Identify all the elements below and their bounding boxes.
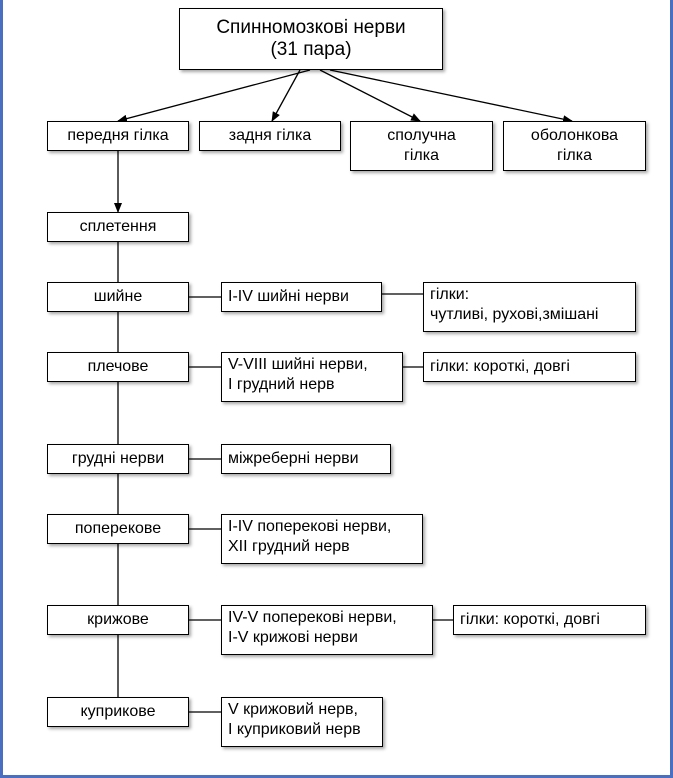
nerves-coccygeal: V крижовий нерв, I куприковий нерв — [221, 697, 383, 747]
nerves-brachial: V-VIII шийні нерви, I грудний нерв — [221, 352, 403, 402]
plexus-box: сплетення — [47, 212, 189, 242]
arrow-to-back-branch — [271, 69, 301, 122]
root-title-line1: Спинномозкові нерви — [216, 17, 406, 38]
branch-back: задня гілка — [199, 121, 341, 151]
extra-cervical: гілки: чутливі, рухові,змішані — [423, 282, 636, 332]
extra-brachial: гілки: короткі, довгі — [423, 352, 636, 382]
nerves-cervical: I-IV шийні нерви — [221, 282, 382, 312]
plexus-coccygeal: куприкове — [47, 697, 189, 727]
root-spinal-nerves: Спинномозкові нерви (31 пара) — [179, 8, 443, 70]
root-title-line2: (31 пара) — [270, 39, 352, 60]
arrow-to-front-branch — [117, 69, 311, 123]
arrow-to-communicating-branch — [319, 69, 421, 122]
plexus-lumbar: поперекове — [47, 514, 189, 544]
plexus-sacral: крижове — [47, 605, 189, 635]
nerves-thoracic: міжреберні нерви — [221, 444, 391, 474]
plexus-cervical: шийне — [47, 282, 189, 312]
extra-sacral: гілки: короткі, довгі — [453, 605, 646, 635]
nerves-lumbar: I-IV поперекові нерви, XII грудний нерв — [221, 514, 423, 564]
nerves-sacral: IV-V поперекові нерви, I-V крижові нерви — [221, 605, 433, 655]
plexus-brachial: плечове — [47, 352, 189, 382]
branch-meningeal: оболонкова гілка — [503, 121, 646, 171]
plexus-thoracic: грудні нерви — [47, 444, 189, 474]
arrow-to-meningeal-branch — [329, 69, 573, 124]
branch-communicating: сполучна гілка — [350, 121, 493, 171]
branch-front: передня гілка — [47, 121, 189, 151]
